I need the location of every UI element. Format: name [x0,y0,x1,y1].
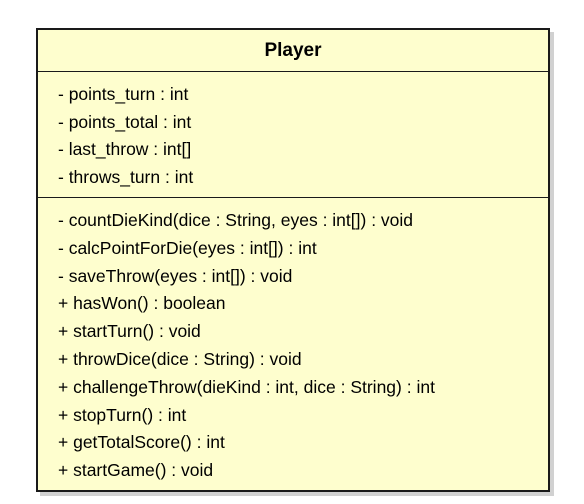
operation-save-throw: - saveThrow(eyes : int[]) : void [58,265,293,286]
attribute-throws-turn: - throws_turn : int [58,166,194,187]
operations-compartment: - countDieKind(dice : String, eyes : int… [38,198,548,485]
attributes-compartment: - points_turn : int - points_total : int… [38,72,548,198]
operation-start-turn: + startTurn() : void [58,321,201,342]
operation-count-die-kind: - countDieKind(dice : String, eyes : int… [58,210,414,230]
operation-get-total-score: + getTotalScore() : int [58,432,225,453]
attribute-points-turn: - points_turn : int [58,84,189,104]
attribute-points-total: - points_total : int [58,111,192,132]
operation-challenge-throw: + challengeThrow(dieKind : int, dice : S… [58,376,435,397]
operation-calc-point-for-die: - calcPointForDie(eyes : int[]) : int [58,237,317,258]
class-header: Player [38,30,548,72]
uml-class-player: Player - points_turn : int - points_tota… [36,28,550,492]
class-name: Player [264,39,322,61]
operation-start-game: + startGame() : void [58,460,214,481]
operation-stop-turn: + stopTurn() : int [58,404,187,425]
operation-has-won: + hasWon() : boolean [58,293,226,314]
attribute-last-throw: - last_throw : int[] [58,139,192,159]
operation-throw-dice: + throwDice(dice : String) : void [58,348,302,369]
